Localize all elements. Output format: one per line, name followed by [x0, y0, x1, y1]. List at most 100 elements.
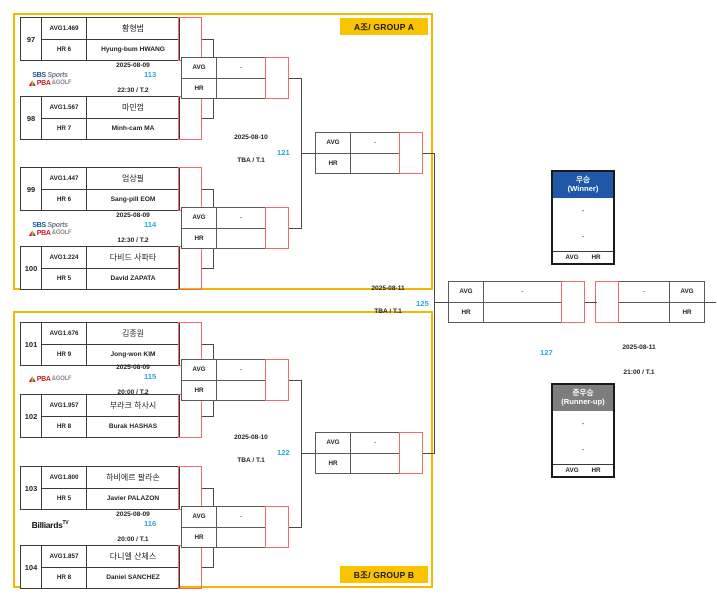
match-meta: 2025-08-10 TBA / T.1	[208, 134, 294, 164]
logo-billiards-text: Billiards	[31, 520, 63, 530]
score-slot[interactable]	[265, 359, 289, 401]
match-date: 2025-08-09	[116, 212, 150, 219]
result-box[interactable]: AVG HR -	[315, 132, 423, 174]
pba-mark-icon	[28, 376, 36, 382]
score-slot[interactable]	[265, 207, 289, 249]
player-name-kr: 마민껌	[87, 97, 179, 119]
result-box[interactable]: AVG HR -	[315, 432, 423, 474]
match-date: 2025-08-09	[116, 511, 150, 518]
player-card[interactable]: 103 AVG1.800 HR 5 하비에르 팔라손 Javier PALAZO…	[20, 466, 180, 510]
player-card[interactable]: 97 AVG1.469 HR 6 황형범 Hyung-bum HWANG	[20, 17, 180, 61]
score-slot[interactable]	[178, 167, 202, 211]
logo-tv-text: TV	[62, 520, 69, 527]
match-time: 22:30 / T.2	[117, 87, 149, 94]
player-names: 다니엘 산체스 Daniel SANCHEZ	[87, 546, 179, 588]
result-labels: AVG HR	[449, 282, 484, 322]
score-slot[interactable]	[561, 281, 585, 323]
avg-result: -	[619, 282, 669, 303]
avg-label: AVG	[182, 507, 216, 528]
player-name-en: Daniel SANCHEZ	[106, 574, 160, 582]
avg-result: -	[217, 58, 265, 79]
match-date: 2025-08-10	[234, 434, 268, 441]
player-card[interactable]: 101 AVG1.676 HR 9 김종원 Jong-won KIM	[20, 322, 180, 366]
player-card[interactable]: 104 AVG1.857 HR 8 다니엘 산체스 Daniel SANCHEZ	[20, 545, 180, 589]
score-slot[interactable]	[178, 17, 202, 61]
result-box[interactable]: AVG HR -	[181, 207, 289, 249]
player-names: 다비드 사파타 David ZAPATA	[87, 247, 179, 289]
hr-result	[619, 303, 669, 323]
player-card[interactable]: 102 AVG1.957 HR 8 부라크 하사시 Burak HASHAS	[20, 394, 180, 438]
hr-label: HR	[591, 467, 601, 474]
player-stats: AVG1.447 HR 6	[42, 168, 87, 210]
avg-label: AVG	[565, 467, 579, 474]
pba-mark-icon	[28, 80, 36, 86]
result-box[interactable]: AVG HR -	[181, 506, 289, 548]
match-meta: 2025-08-09 12:30 / T.2	[88, 212, 178, 244]
bracket-connector	[289, 380, 302, 381]
group-b-badge: B조/ GROUP B	[340, 566, 428, 583]
player-names: 김종원 Jong-won KIM	[87, 323, 179, 365]
runner-up-title-en: (Runner-up)	[561, 397, 605, 407]
avg-value: AVG1.957	[42, 395, 86, 417]
match-time: 12:30 / T.2	[117, 237, 149, 244]
result-box[interactable]: AVG HR -	[181, 57, 289, 99]
final-right-result-box[interactable]: - AVG HR	[595, 281, 705, 323]
hr-value: HR 8	[56, 423, 72, 431]
score-slot[interactable]	[265, 506, 289, 548]
score-slot[interactable]	[178, 96, 202, 140]
result-labels: AVG HR	[182, 360, 217, 400]
score-slot[interactable]	[595, 281, 619, 323]
avg-value: AVG1.447	[42, 168, 86, 190]
player-stats: AVG1.224 HR 5	[42, 247, 87, 289]
logo-golf-text: &GOLF	[51, 80, 72, 86]
player-stats: AVG1.800 HR 5	[42, 467, 87, 509]
score-slot[interactable]	[178, 545, 202, 589]
player-name-kr: 다니엘 산체스	[87, 546, 179, 568]
score-slot[interactable]	[265, 57, 289, 99]
seed-number: 98	[21, 97, 42, 139]
logo-pba-text: PBA	[36, 79, 51, 87]
score-slot[interactable]	[399, 432, 423, 474]
match-number: 113	[144, 70, 157, 79]
hr-result	[217, 381, 265, 401]
hr-value: HR 9	[56, 351, 72, 359]
runner-up-stats: AVG HR	[553, 464, 613, 476]
result-values: -	[351, 133, 399, 173]
final-left-result-box[interactable]: AVG HR -	[448, 281, 585, 323]
bracket-connector	[423, 453, 435, 454]
result-values: -	[619, 282, 670, 322]
result-labels: AVG HR	[182, 507, 217, 547]
bracket-connector	[423, 153, 435, 154]
result-labels: AVG HR	[182, 58, 217, 98]
logo-pba-text: PBA	[36, 375, 51, 383]
winner-box[interactable]: 우승 (Winner) - - AVG HR	[551, 170, 615, 265]
result-values: -	[217, 507, 265, 547]
score-slot[interactable]	[178, 466, 202, 510]
score-slot[interactable]	[399, 132, 423, 174]
match-time: TBA / T.1	[237, 457, 265, 464]
bracket-connector	[202, 268, 214, 269]
match-date: 2025-08-10	[234, 134, 268, 141]
result-box[interactable]: AVG HR -	[181, 359, 289, 401]
avg-result: -	[351, 133, 399, 154]
result-labels: AVG HR	[316, 133, 351, 173]
runner-up-name: -	[581, 420, 585, 428]
avg-value: AVG1.567	[42, 97, 86, 119]
player-name-en: Hyung-bum HWANG	[101, 46, 165, 54]
match-time: 20:00 / T.2	[117, 389, 149, 396]
player-card[interactable]: 99 AVG1.447 HR 6 엄상필 Sang-pill EOM	[20, 167, 180, 211]
bracket-connector	[289, 78, 302, 79]
player-names: 하비에르 팔라손 Javier PALAZON	[87, 467, 179, 509]
avg-value: AVG1.469	[42, 18, 86, 40]
hr-result	[484, 303, 561, 323]
runner-up-box[interactable]: 준우승 (Runner-up) - - AVG HR	[551, 383, 615, 478]
player-card[interactable]: 100 AVG1.224 HR 5 다비드 사파타 David ZAPATA	[20, 246, 180, 290]
score-slot[interactable]	[178, 246, 202, 290]
player-name-en: David ZAPATA	[110, 275, 156, 283]
group-a-badge: A조/ GROUP A	[340, 18, 428, 35]
player-name-kr: 엄상필	[87, 168, 179, 190]
match-time: 20:00 / T.1	[117, 536, 149, 543]
player-card[interactable]: 98 AVG1.567 HR 7 마민껌 Minh-cam MA	[20, 96, 180, 140]
hr-label: HR	[682, 308, 692, 316]
avg-label: AVG	[449, 282, 483, 303]
